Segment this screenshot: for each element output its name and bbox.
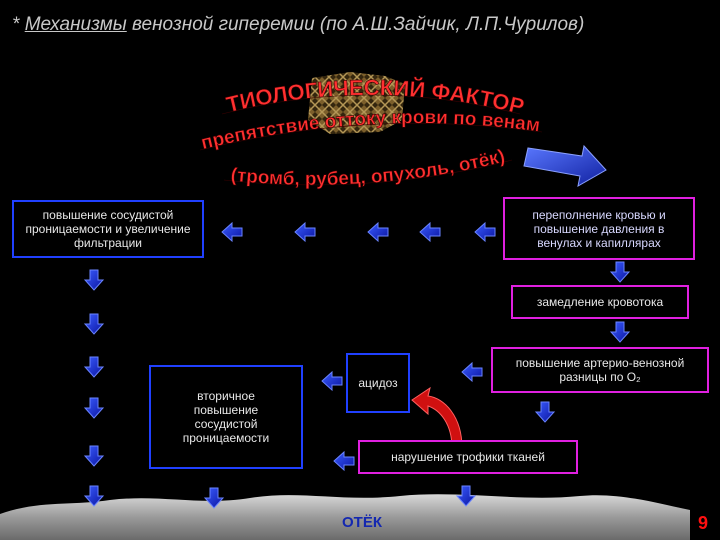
curved-arrow-icon	[411, 386, 463, 449]
arrow-left-1	[221, 221, 243, 243]
obstruction-texture	[308, 72, 405, 134]
arrow-down-col-6	[83, 485, 105, 507]
arrow-down-col-2	[83, 313, 105, 335]
arrow-down-overflow-slowdown	[609, 261, 631, 283]
arrow-down-col-5	[83, 445, 105, 467]
box-permeability: повышение сосудистой проницаемости и уве…	[12, 200, 204, 258]
slide-number: 9	[697, 513, 708, 533]
box-acidosis: ацидоз	[346, 353, 410, 413]
box-overflow: переполнение кровью и повышение давления…	[503, 197, 695, 260]
box-secondary-permeability: вторичное повышение сосудистой проницаем…	[149, 365, 303, 469]
arrow-left-2	[294, 221, 316, 243]
arrow-down-slowdown-avdiff	[609, 321, 631, 343]
arrow-down-col-1	[83, 269, 105, 291]
arrow-left-trophic	[333, 450, 355, 472]
arrow-left-5	[474, 221, 496, 243]
arrow-left-4	[419, 221, 441, 243]
etiology-to-overflow-arrow	[523, 144, 607, 187]
etiology-line3: (тромб, рубец, опухоль, отёк)	[230, 146, 507, 190]
box-trophic: нарушение трофики тканей	[358, 440, 578, 474]
arrow-left-avdiff-acidosis	[461, 361, 483, 383]
box-slowdown: замедление кровотока	[511, 285, 689, 319]
arrow-left-3	[367, 221, 389, 243]
ground-band	[0, 494, 690, 540]
arrow-down-secondary-ground	[203, 487, 225, 509]
arrow-left-acidosis-secondary	[321, 370, 343, 392]
title-underlined: Механизмы	[24, 14, 127, 35]
arrow-down-avdiff-trophic	[534, 401, 556, 423]
slide-title: * Механизмы венозной гиперемии (по А.Ш.З…	[12, 14, 712, 36]
title-rest: венозной гиперемии (по А.Ш.Зайчик, Л.П.Ч…	[126, 14, 585, 35]
arrow-down-col-3	[83, 356, 105, 378]
etiology-line1: ЭТИОЛОГИЧЕСКИЙ ФАКТОР:	[0, 0, 526, 119]
arrow-down-trophic-ground	[455, 485, 477, 507]
arrow-down-col-4	[83, 397, 105, 419]
flow-arrows	[83, 221, 631, 509]
box-edema: ОТЁК	[341, 514, 383, 531]
box-av-difference: повышение артерио-венозной разницы по O₂	[491, 347, 709, 393]
title-star: *	[12, 14, 20, 35]
etiology-text: ЭТИОЛОГИЧЕСКИЙ ФАКТОР: препятствие отток…	[0, 0, 543, 190]
